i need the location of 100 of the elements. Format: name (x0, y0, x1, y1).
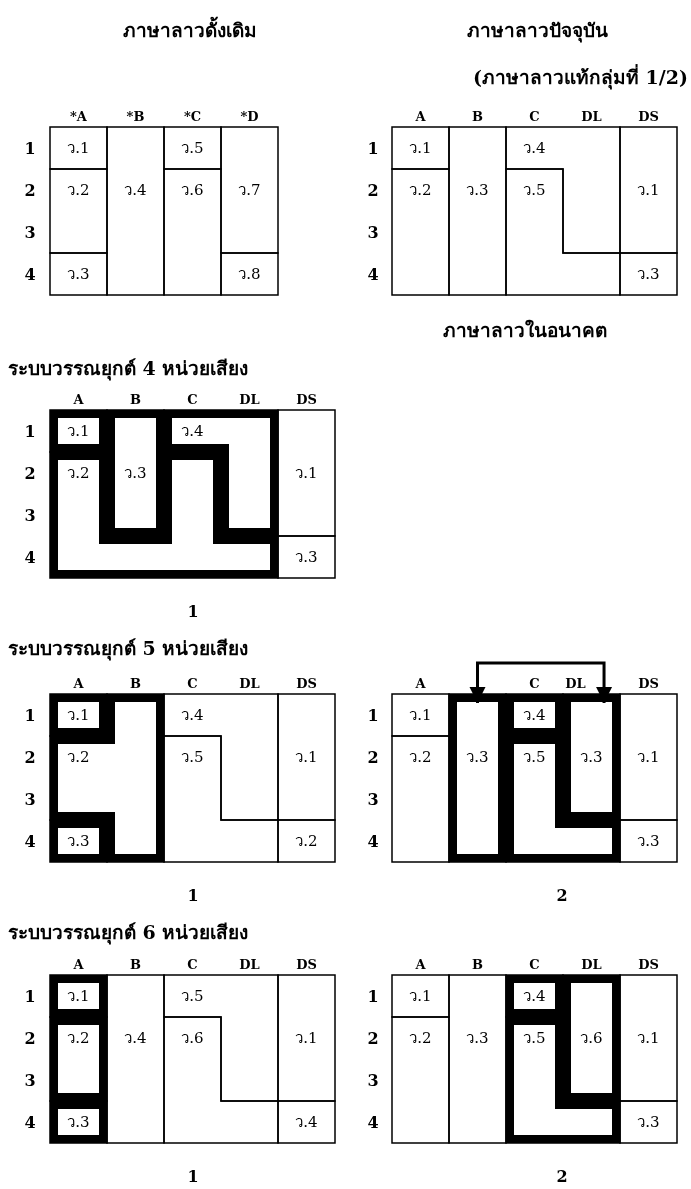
tone-cell: ว.3 (107, 410, 164, 536)
tone-cell: ว.4 (506, 694, 563, 736)
column-header: C (187, 675, 198, 691)
tone-cell: ว.3 (449, 694, 506, 862)
column-header: B (472, 956, 483, 972)
column-header: A (73, 391, 84, 407)
tone-cell: ว.1 (278, 694, 335, 820)
row-number: 3 (24, 1070, 36, 1090)
heading: ระบบวรรณยุกต์ 4 หน่วยเสียง (8, 356, 249, 383)
column-header: A (415, 108, 426, 124)
tone-cell: ว.1 (620, 975, 677, 1101)
heading: ภาษาลาวดั้งเดิม (123, 15, 257, 45)
column-header: C (529, 956, 540, 972)
row-number: 3 (367, 222, 379, 242)
row-number: 3 (24, 222, 36, 242)
tone-cell: ว.1 (278, 975, 335, 1101)
row-number: 4 (24, 831, 36, 851)
tone-cell: ว.7 (221, 127, 278, 253)
chart-number: 2 (556, 1166, 568, 1186)
column-header: DL (239, 956, 260, 972)
row-number: 4 (24, 547, 36, 567)
chart-number: 1 (187, 1166, 199, 1186)
row-number: 3 (24, 505, 36, 525)
row-number: 2 (367, 1028, 379, 1048)
tone-cell: ว.3 (620, 253, 677, 295)
column-header: A (415, 956, 426, 972)
column-header: C (529, 108, 540, 124)
tone-cell: ว.2 (50, 169, 107, 253)
tone-cell: ว.4 (278, 1101, 335, 1143)
tone-cell: ว.4 (506, 975, 563, 1017)
row-number: 1 (24, 986, 36, 1006)
column-header: DS (638, 956, 659, 972)
tone-cell: ว.3 (620, 820, 677, 862)
tone-cell: ว.3 (449, 127, 506, 295)
tone-cell: ว.5 (164, 975, 278, 1017)
column-header: A (415, 675, 426, 691)
tone-cell: ว.5 (506, 736, 563, 862)
tone-cell: ว.2 (50, 1017, 107, 1101)
tone-cell: ว.3 (50, 253, 107, 295)
column-header: *A (70, 108, 87, 124)
row-number: 4 (367, 831, 379, 851)
row-number: 2 (24, 747, 36, 767)
column-header: B (130, 956, 141, 972)
column-header: C (529, 675, 540, 691)
tone-cell: ว.1 (392, 127, 449, 169)
heading: ภาษาลาวในอนาคต (443, 318, 607, 343)
tone-cell: ว.1 (620, 127, 677, 253)
row-number: 4 (24, 1112, 36, 1132)
row-number: 2 (24, 1028, 36, 1048)
tone-cell: ว.2 (278, 820, 335, 862)
column-header: A (73, 956, 84, 972)
tone-cell: ว.1 (620, 694, 677, 820)
row-number: 1 (24, 421, 36, 441)
column-header: A (73, 675, 84, 691)
row-number: 4 (24, 264, 36, 284)
row-number: 4 (367, 1112, 379, 1132)
tone-cell: ว.1 (392, 694, 449, 736)
row-number: 2 (24, 180, 36, 200)
tone-cell: ว.3 (50, 1101, 107, 1143)
tone-cell: ว.1 (392, 975, 449, 1017)
column-header: *D (240, 108, 259, 124)
column-header: DL (565, 675, 586, 691)
column-header: DS (638, 675, 659, 691)
column-header: B (130, 391, 141, 407)
column-header: B (130, 675, 141, 691)
tone-cell: ว.4 (107, 127, 164, 295)
column-header: *B (126, 108, 145, 124)
tone-cell: ว.8 (221, 253, 278, 295)
chart-number: 1 (187, 885, 199, 905)
tone-cell: ว.4 (506, 127, 620, 169)
row-number: 1 (367, 138, 379, 158)
chart-number: 1 (187, 601, 199, 621)
heading: ระบบวรรณยุกต์ 6 หน่วยเสียง (8, 920, 249, 947)
column-header: DS (296, 956, 317, 972)
column-header: DL (239, 675, 260, 691)
tone-cell: ว.4 (107, 975, 164, 1143)
row-number: 2 (24, 463, 36, 483)
column-header: C (187, 391, 198, 407)
tone-cell: ว.1 (50, 410, 107, 452)
row-number: 2 (367, 180, 379, 200)
tone-cell: ว.3 (449, 975, 506, 1143)
heading: ระบบวรรณยุกต์ 5 หน่วยเสียง (8, 636, 249, 663)
tone-cell: ว.3 (563, 694, 620, 820)
column-header: B (472, 108, 483, 124)
column-header: DS (638, 108, 659, 124)
tone-cell: ว.5 (164, 127, 221, 169)
column-header: C (187, 956, 198, 972)
column-header: DL (581, 108, 602, 124)
heading: (ภาษาลาวแท้กลุ่มที่ 1/2) (473, 63, 688, 92)
column-header: DL (581, 956, 602, 972)
tone-cell: ว.3 (278, 536, 335, 578)
tone-cell: ว.2 (50, 736, 107, 820)
row-number: 1 (367, 705, 379, 725)
row-number: 3 (367, 1070, 379, 1090)
row-number: 3 (24, 789, 36, 809)
row-number: 2 (367, 747, 379, 767)
column-header: DS (296, 675, 317, 691)
tone-cell: ว.2 (392, 1017, 449, 1143)
tone-cell: ว.1 (50, 694, 107, 736)
tone-cell: ว.1 (278, 410, 335, 536)
